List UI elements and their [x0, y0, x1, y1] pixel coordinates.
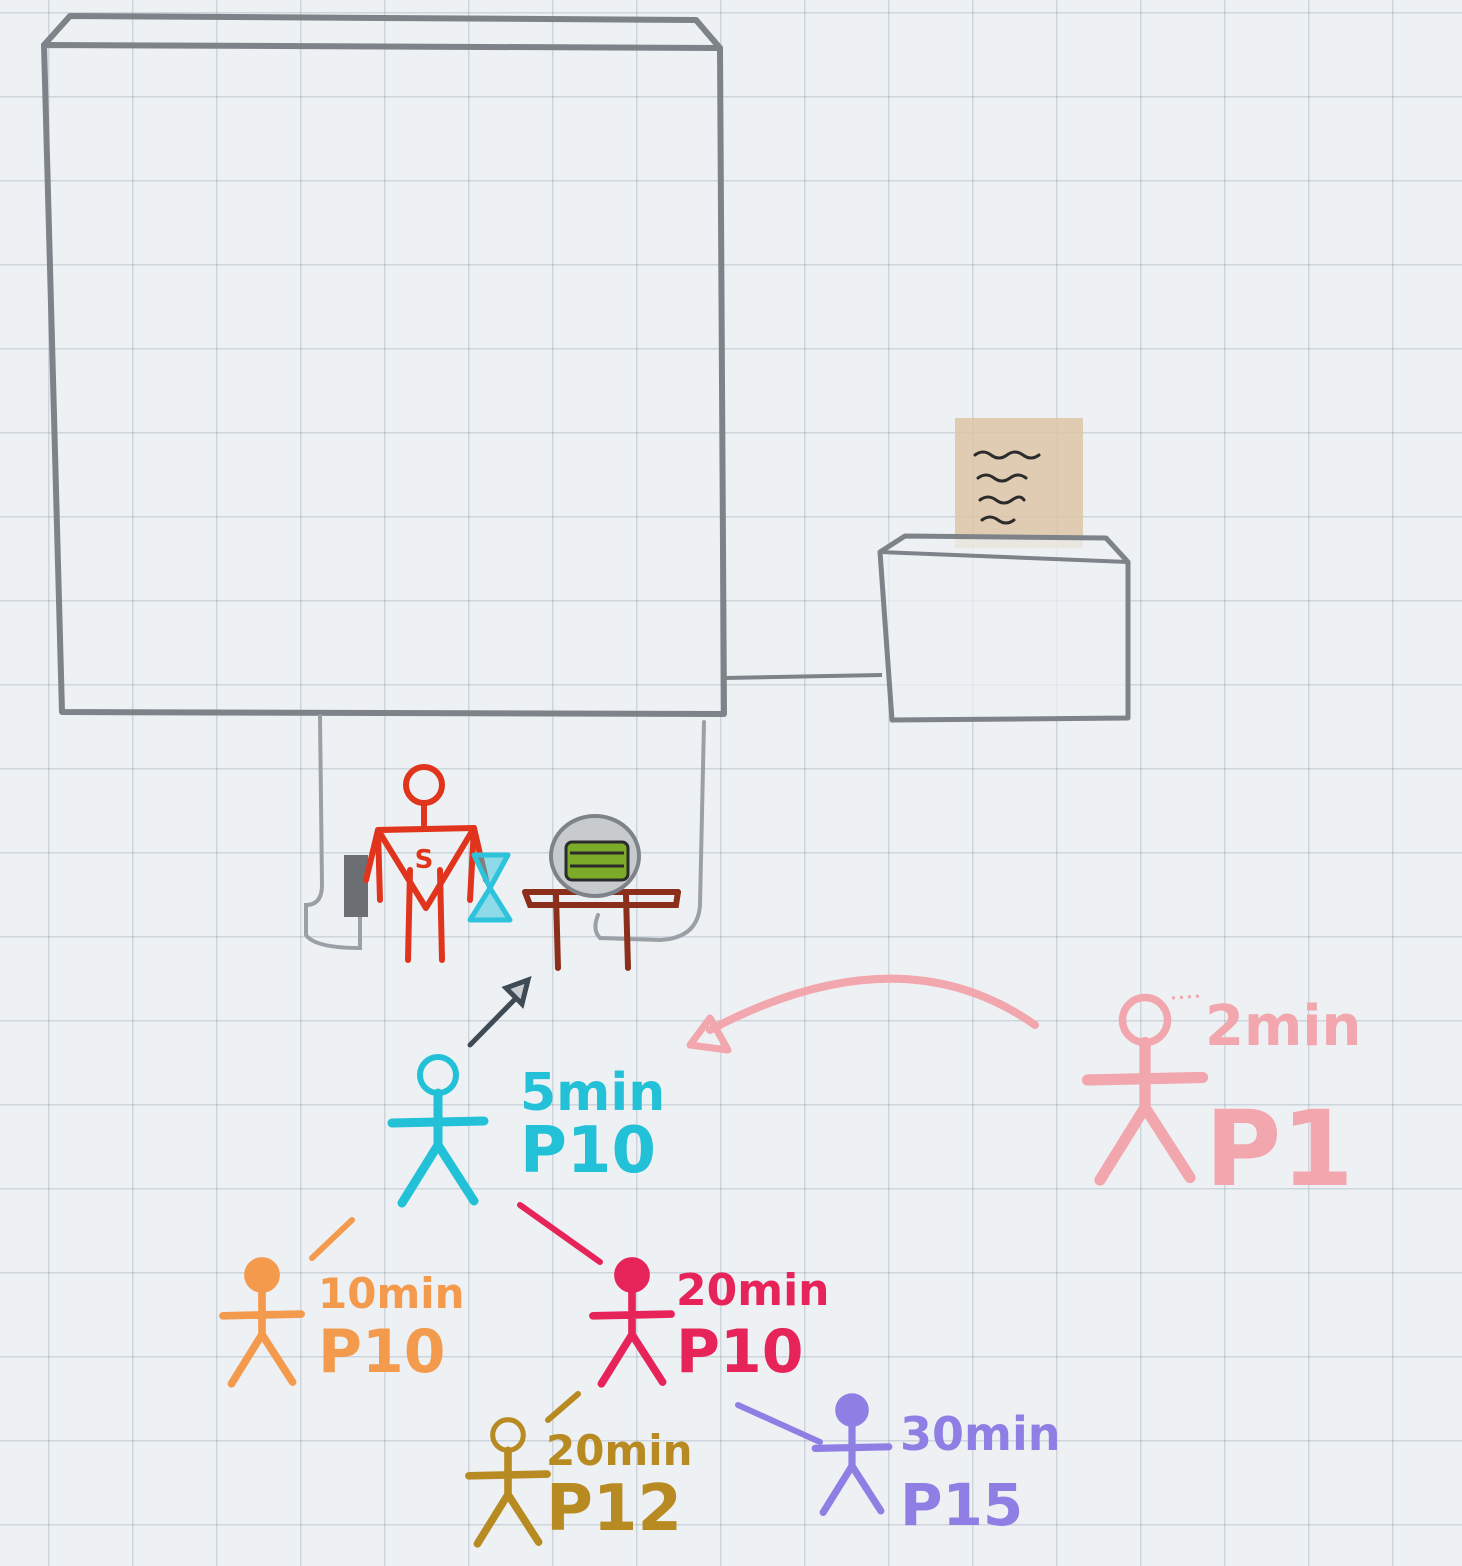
paper-scribbles	[973, 450, 1041, 525]
table	[522, 889, 681, 971]
time-label: 20min	[546, 1426, 693, 1475]
priority-label: P15	[900, 1471, 1023, 1539]
person-head	[244, 1257, 280, 1293]
priority-label: P10	[318, 1317, 445, 1387]
priority-label: P10	[676, 1317, 803, 1387]
staff-badge: S	[415, 845, 434, 875]
person-head	[417, 1054, 459, 1096]
time-label: 2min	[1205, 994, 1361, 1059]
queue-link-orange	[309, 1217, 355, 1261]
person-body	[589, 1286, 675, 1388]
paper-sheet	[955, 418, 1083, 548]
priority-jump-arrow	[706, 974, 1039, 1034]
person-body	[465, 1446, 551, 1548]
priority-label: P1	[1205, 1088, 1354, 1210]
time-label: 10min	[318, 1269, 465, 1318]
queue-link-purple	[735, 1402, 823, 1445]
connector-cable	[723, 673, 883, 680]
person-head	[835, 1393, 869, 1427]
large-machine-box	[41, 13, 727, 717]
person-head	[614, 1257, 650, 1293]
time-label: 5min	[520, 1063, 665, 1123]
basket-icon	[549, 814, 641, 898]
speech-dots	[1171, 994, 1201, 1000]
priority-label: P12	[546, 1472, 682, 1546]
service-counter	[304, 714, 706, 951]
person-body	[219, 1286, 305, 1388]
hourglass-icon	[467, 852, 513, 923]
person-body	[811, 1420, 893, 1516]
person-body	[1081, 1036, 1209, 1186]
printer-box	[877, 418, 1131, 723]
priority-label: P10	[520, 1114, 656, 1188]
person-head	[1118, 993, 1172, 1047]
queue-people: 2minP15minP1010minP1020minP1020minP1230m…	[219, 993, 1361, 1548]
next-customer-arrow	[467, 976, 532, 1048]
card-terminal	[344, 855, 368, 917]
queue-link-magenta	[517, 1202, 603, 1265]
person-head	[490, 1417, 526, 1453]
priority-jump-arrowhead	[686, 1014, 732, 1054]
time-label: 30min	[900, 1407, 1060, 1461]
time-label: 20min	[676, 1265, 829, 1316]
person-body	[387, 1088, 489, 1208]
queue-link-ochre	[545, 1391, 581, 1423]
